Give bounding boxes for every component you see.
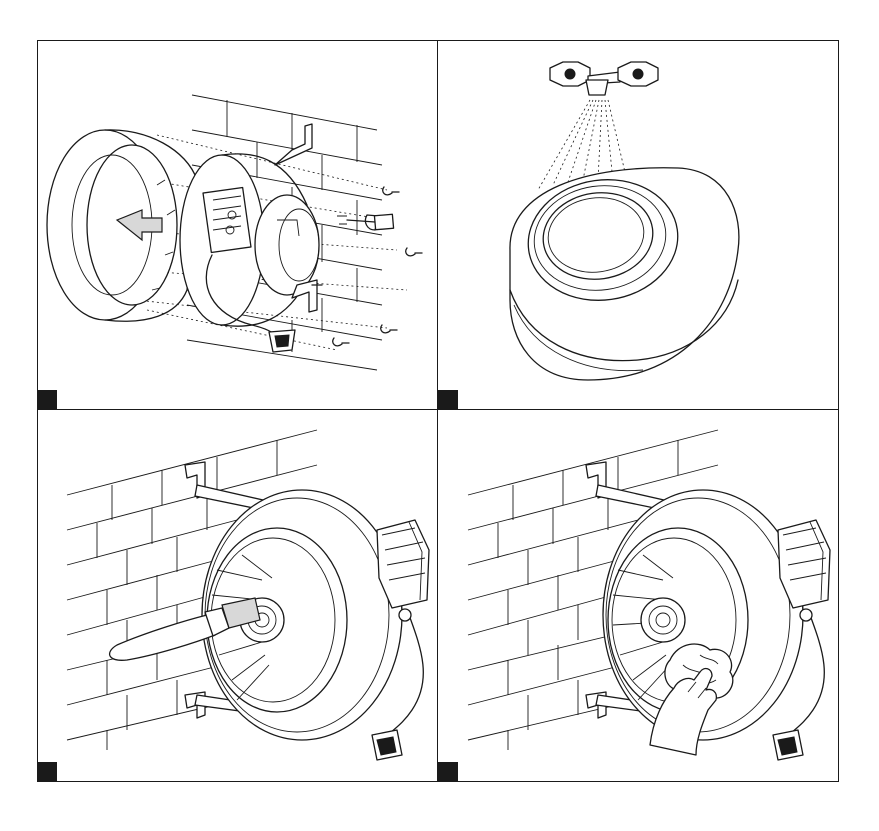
- shower-head-icon: [550, 62, 658, 95]
- step-marker-1: [37, 390, 57, 410]
- step-marker-2: [438, 390, 458, 410]
- wiping-illustration: [438, 410, 839, 782]
- mounting-illustration: [37, 40, 438, 410]
- fan-cover-icon: [47, 130, 197, 321]
- washing-illustration: [438, 40, 839, 410]
- screw-icon: [312, 187, 422, 346]
- panel-wiping: [438, 410, 839, 782]
- step-marker-3: [37, 762, 57, 782]
- panel-washing: [438, 40, 839, 410]
- brushing-illustration: [37, 410, 438, 782]
- fan-housing-icon: [180, 154, 319, 326]
- step-marker-4: [438, 762, 458, 782]
- fan-cover-icon: [510, 168, 739, 380]
- vertical-divider: [437, 40, 438, 782]
- panel-brushing: [37, 410, 438, 782]
- panel-mounting: [37, 40, 438, 410]
